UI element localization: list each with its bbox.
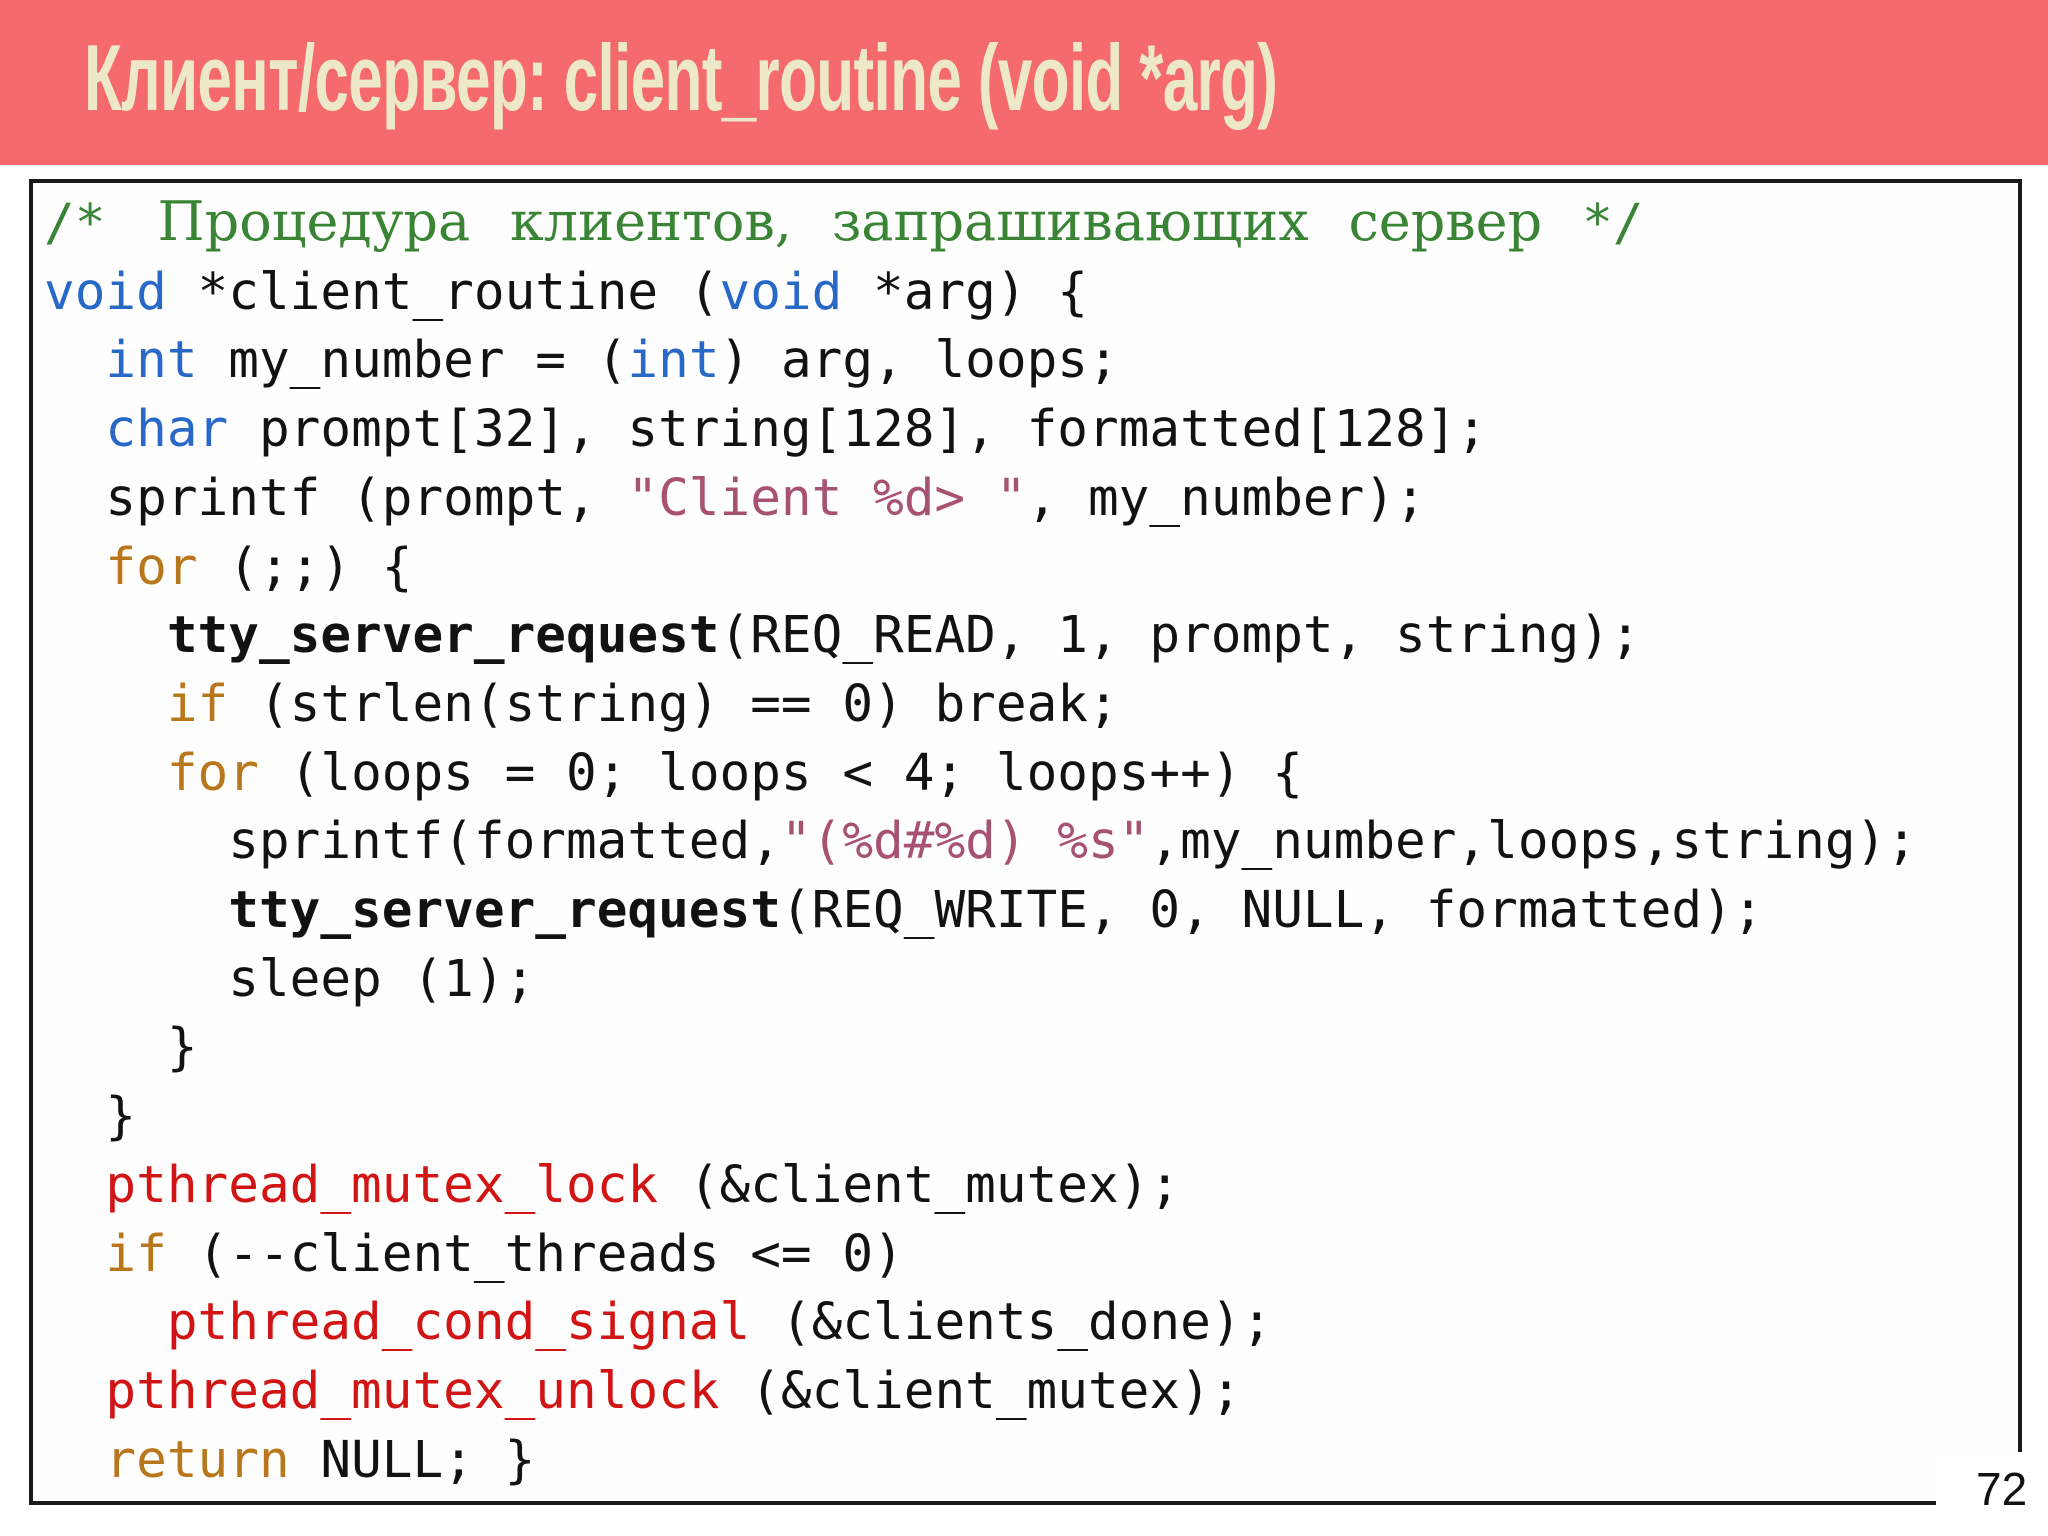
code-segment: "(%d#%d) %s" bbox=[780, 812, 1150, 872]
code-segment: ,my_number,loops,string); bbox=[1149, 812, 1918, 872]
code-segment: (&client_mutex); bbox=[658, 1155, 1181, 1215]
page-number: 72 bbox=[1936, 1452, 2048, 1536]
code-block: /* Процедура клиентов, запрашивающих сер… bbox=[29, 179, 2022, 1505]
code-line: int my_number = (int) arg, loops; bbox=[44, 327, 2018, 396]
code-segment: (&client_mutex); bbox=[719, 1361, 1242, 1421]
code-segment: } bbox=[44, 1018, 198, 1078]
code-segment bbox=[44, 331, 105, 390]
code-segment: Процедура клиентов, запрашивающих сервер bbox=[157, 190, 1583, 253]
code-segment: return bbox=[105, 1430, 290, 1490]
code-segment: /* bbox=[44, 194, 158, 253]
slide-header: Клиент/сервер: client_routine (void *arg… bbox=[0, 0, 2048, 165]
code-segment: */ bbox=[1582, 194, 1644, 253]
code-line: if (--client_threads <= 0) bbox=[44, 1221, 2018, 1290]
code-line: tty_server_request(REQ_WRITE, 0, NULL, f… bbox=[44, 877, 2018, 946]
code-segment: void bbox=[719, 262, 843, 322]
code-line: pthread_mutex_lock (&client_mutex); bbox=[44, 1152, 2018, 1221]
code-line: return NULL; } bbox=[44, 1427, 2018, 1496]
code-segment: tty_server_request bbox=[228, 881, 781, 941]
code-segment bbox=[44, 400, 105, 459]
code-segment: (REQ_READ, 1, prompt, string); bbox=[719, 606, 1641, 666]
code-segment bbox=[44, 538, 105, 597]
code-segment: sprintf(formatted, bbox=[44, 812, 781, 872]
code-segment: } bbox=[44, 1087, 137, 1147]
code-line: sprintf (prompt, "Client %d> ", my_numbe… bbox=[44, 465, 2018, 534]
code-segment bbox=[44, 1156, 105, 1215]
code-segment: int bbox=[627, 331, 720, 391]
code-segment: pthread_mutex_unlock bbox=[105, 1361, 720, 1421]
code-line: tty_server_request(REQ_READ, 1, prompt, … bbox=[44, 602, 2018, 671]
code-line: } bbox=[44, 1014, 2018, 1083]
code-segment: pthread_cond_signal bbox=[166, 1293, 751, 1353]
code-segment: if bbox=[105, 1224, 167, 1284]
code-line: pthread_cond_signal (&clients_done); bbox=[44, 1289, 2018, 1358]
code-segment: if bbox=[166, 674, 229, 734]
page-title: Клиент/сервер: client_routine (void *arg… bbox=[84, 25, 1278, 130]
code-segment: char bbox=[105, 400, 229, 460]
code-segment: for bbox=[166, 743, 259, 803]
code-segment: (strlen(string) == 0) break; bbox=[228, 674, 1119, 734]
code-segment: "Client %d> " bbox=[627, 468, 1027, 528]
code-segment: ) arg, loops; bbox=[719, 331, 1119, 391]
code-segment: NULL; } bbox=[289, 1430, 536, 1490]
code-segment: pthread_mutex_lock bbox=[105, 1155, 659, 1215]
code-segment bbox=[44, 744, 167, 803]
code-line: sleep (1); bbox=[44, 946, 2018, 1015]
code-segment: (;;) { bbox=[197, 537, 413, 597]
code-line: for (;;) { bbox=[44, 534, 2018, 603]
code-segment bbox=[44, 606, 167, 665]
code-line: /* Процедура клиентов, запрашивающих сер… bbox=[44, 188, 2018, 259]
code-segment: prompt[32], string[128], formatted[128]; bbox=[228, 400, 1488, 460]
code-line: pthread_mutex_unlock (&client_mutex); bbox=[44, 1358, 2018, 1427]
code-segment: int bbox=[105, 331, 198, 391]
code-segment: tty_server_request bbox=[166, 606, 720, 666]
code-segment: void bbox=[44, 262, 167, 322]
code-segment: (--client_threads <= 0) bbox=[166, 1224, 904, 1284]
code-segment: , my_number); bbox=[1026, 468, 1426, 528]
code-segment: *arg) { bbox=[842, 262, 1088, 322]
code-line: if (strlen(string) == 0) break; bbox=[44, 671, 2018, 740]
code-segment bbox=[44, 1293, 167, 1352]
code-segment: for bbox=[105, 537, 198, 597]
code-line: sprintf(formatted,"(%d#%d) %s",my_number… bbox=[44, 808, 2018, 877]
code-segment bbox=[44, 1362, 105, 1421]
code-segment bbox=[44, 881, 228, 940]
code-segment bbox=[44, 675, 167, 734]
code-line: for (loops = 0; loops < 4; loops++) { bbox=[44, 740, 2018, 809]
code-line: char prompt[32], string[128], formatted[… bbox=[44, 396, 2018, 465]
code-segment: (loops = 0; loops < 4; loops++) { bbox=[258, 743, 1303, 803]
code-segment: (REQ_WRITE, 0, NULL, formatted); bbox=[780, 881, 1764, 941]
code-segment: (&clients_done); bbox=[750, 1293, 1273, 1353]
code-line: void *client_routine (void *arg) { bbox=[44, 259, 2018, 328]
code-segment: sleep (1); bbox=[44, 949, 536, 1009]
code-segment bbox=[44, 1225, 105, 1284]
code-segment: *client_routine ( bbox=[166, 262, 720, 322]
code-segment: my_number = ( bbox=[197, 331, 628, 391]
code-segment bbox=[44, 1431, 105, 1490]
code-lines: /* Процедура клиентов, запрашивающих сер… bbox=[33, 183, 2018, 1495]
code-segment: sprintf (prompt, bbox=[44, 468, 628, 528]
code-line: } bbox=[44, 1083, 2018, 1152]
